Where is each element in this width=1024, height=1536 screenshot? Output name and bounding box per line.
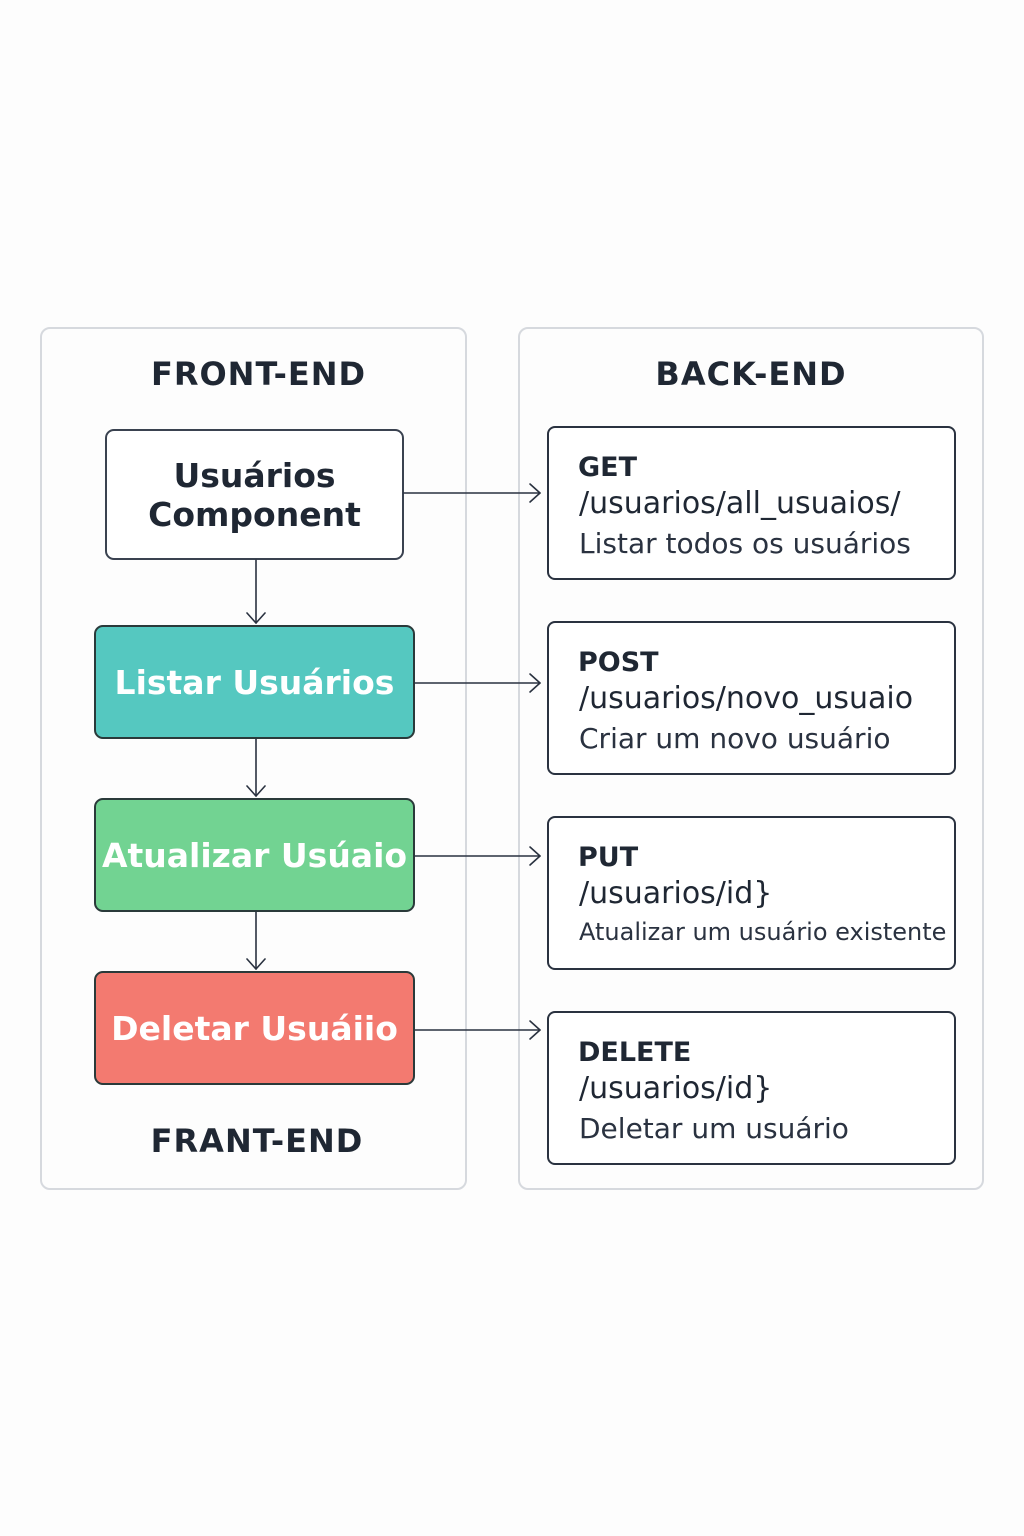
endpoint-post-card: POST /usuarios/novo_usuaio Criar um novo… (547, 621, 956, 775)
endpoint-description: Listar todos os usuários (579, 527, 911, 560)
endpoint-method: GET (578, 452, 638, 483)
deletar-usuario-label: Deletar Usuáiio (111, 1008, 398, 1048)
endpoint-path: /usuarios/id} (579, 1071, 773, 1106)
arrow-listar-to-post (414, 673, 541, 693)
endpoint-description: Deletar um usuário (579, 1112, 849, 1145)
atualizar-usuario-node: Atualizar Usúaio (94, 798, 415, 912)
listar-usuarios-node: Listar Usuários (94, 625, 415, 739)
endpoint-path: /usuarios/novo_usuaio (579, 681, 914, 716)
usuarios-component-label: Usuários Component (148, 456, 361, 534)
arrow-listar-to-atualizar (246, 738, 266, 797)
deletar-usuario-node: Deletar Usuáiio (94, 971, 415, 1085)
arrow-atualizar-to-put (414, 846, 541, 866)
arrow-component-to-listar (246, 559, 266, 624)
listar-usuarios-label: Listar Usuários (114, 662, 395, 702)
endpoint-description: Atualizar um usuário existente (579, 918, 947, 946)
endpoint-method: POST (578, 647, 659, 678)
endpoint-get-card: GET /usuarios/all_usuaios/ Listar todos … (547, 426, 956, 580)
front-end-title: FRONT-END (150, 355, 367, 393)
component-label-line1: Usuários (173, 455, 336, 495)
endpoint-delete-card: DELETE /usuarios/id} Deletar um usuário (547, 1011, 956, 1165)
arrow-atualizar-to-deletar (246, 911, 266, 970)
endpoint-method: PUT (578, 842, 639, 873)
endpoint-path: /usuarios/id} (579, 876, 773, 911)
arrow-deletar-to-delete (414, 1020, 541, 1040)
component-label-line2: Component (148, 494, 361, 534)
front-end-footer: FRANT-END (150, 1122, 364, 1160)
endpoint-path: /usuarios/all_usuaios/ (579, 486, 901, 521)
back-end-title: BACK-END (655, 355, 847, 393)
endpoint-method: DELETE (578, 1037, 692, 1068)
usuarios-component-node: Usuários Component (105, 429, 404, 560)
atualizar-usuario-label: Atualizar Usúaio (101, 835, 408, 875)
endpoint-description: Criar um novo usuário (579, 722, 891, 755)
arrow-component-to-get (403, 483, 541, 503)
endpoint-put-card: PUT /usuarios/id} Atualizar um usuário e… (547, 816, 956, 970)
